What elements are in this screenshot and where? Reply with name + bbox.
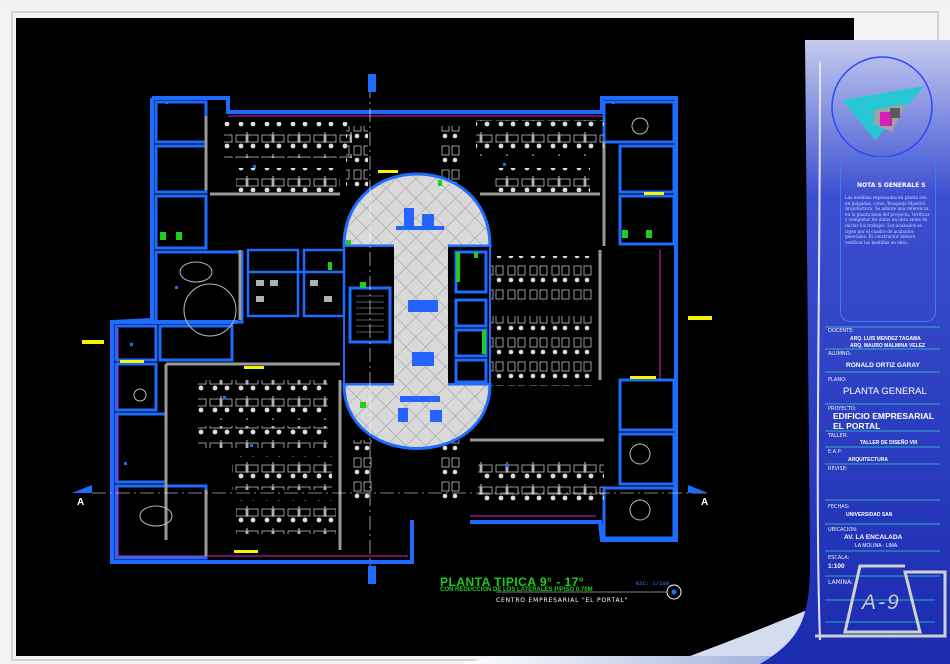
docente-label: DOCENTE: (828, 328, 855, 334)
notes-title: NOTA S GENERALE S (857, 182, 926, 189)
eap-label: E.A.P: (828, 449, 843, 455)
partitions (164, 116, 606, 556)
plano-label: PLANO: (828, 377, 847, 383)
restroom-fixtures (256, 280, 332, 302)
fechas-label: FECHAS: (828, 504, 850, 510)
magenta-lines (117, 115, 661, 557)
proyecto-label: PROYECTO: (828, 406, 857, 412)
section-lines (72, 74, 708, 584)
revise-label: REVISE: (828, 466, 848, 472)
workstations (198, 120, 604, 534)
drawing-scale: ESC: 1/100 (636, 580, 670, 587)
escala-value: 1:100 (828, 563, 845, 570)
floor-plan (72, 74, 712, 584)
drawing-building-name: CENTRO EMPRESARIAL "EL PORTAL" (496, 597, 629, 604)
section-mark-a-left: A (77, 497, 85, 508)
north-scale-symbol (666, 584, 682, 600)
notes-body: Las medidas expresadas en planta son en … (845, 195, 930, 245)
docente-name-2: ARQ. MAURO MALMINA VELEZ (850, 343, 926, 349)
ubicacion-2: LA MOLINA - LIMA (855, 543, 898, 549)
meeting-tables (133, 117, 651, 527)
section-mark-b-bottom: B (361, 572, 367, 581)
yellow-tags (82, 170, 712, 553)
alumno-name: RONALD ORTIZ GARAY (846, 362, 920, 369)
proyecto-name-2: EL PORTAL (833, 421, 881, 431)
alumno-label: ALUMNO: (828, 351, 852, 357)
lamina-frame (815, 564, 947, 638)
section-mark-b-top: B (361, 78, 367, 87)
general-notes: NOTA S GENERALE S Las medidas expresadas… (840, 157, 936, 322)
room-tags (124, 101, 615, 467)
taller-value: TALLER DE DISEÑO VIII (860, 440, 918, 446)
central-core (342, 172, 492, 450)
restrooms (246, 248, 346, 318)
ubicacion-1: AV. LA ENCALADA (844, 534, 903, 541)
section-mark-a-right: A (701, 497, 709, 508)
titleblock-rules (825, 326, 940, 623)
plano-name: PLANTA GENERAL (843, 386, 927, 397)
drawing-subtitle: CON REDUCCION DE LOS LATERALES P/PISO 0.… (440, 587, 593, 593)
fechas-value: UNIVERSIDAD SAN (846, 512, 893, 518)
escala-label: ESCALA: (828, 555, 850, 561)
docente-name-1: ARQ. LUIS MENDEZ TAGAWA (850, 336, 921, 342)
lamina-label: LAMINA: (828, 579, 854, 586)
eap-value: ARQUITECTURA (848, 457, 888, 463)
sheet-number: A-9 (862, 591, 901, 614)
taller-label: TALLER: (828, 433, 848, 439)
drawing-title: PLANTA TIPICA 9° - 17° (440, 575, 585, 589)
plants (160, 180, 652, 408)
proyecto-name-1: EDIFICIO EMPRESARIAL (833, 411, 935, 421)
ubicacion-label: UBICACION: (828, 527, 858, 533)
